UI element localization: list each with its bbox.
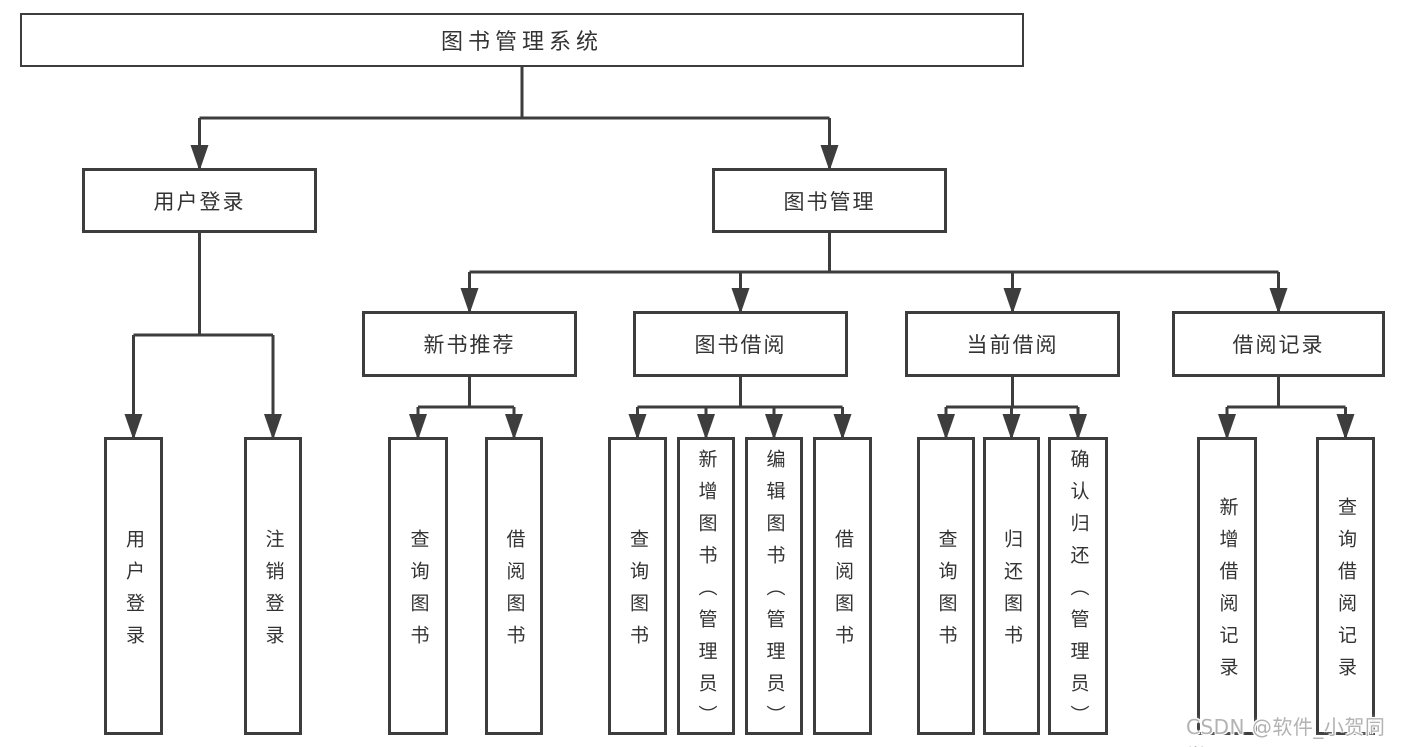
leaf-borrow-books: 借阅图书 (485, 437, 543, 735)
connector-book-management (469, 233, 1279, 274)
node-user-login: 用户登录 (82, 168, 317, 233)
leaf-return-books: 归还图书 (983, 437, 1040, 735)
leaf-confirm-return-admin: 确认归还（管理员） (1048, 437, 1108, 737)
leaf-query-books: 查询图书 (917, 437, 975, 735)
leaf-borrow-books: 借阅图书 (813, 437, 872, 735)
leaf-label: 查询图书 (407, 528, 430, 657)
connector-current-borrow (946, 377, 1078, 409)
connector-book-borrow (637, 377, 843, 409)
leaf-label: 编辑图书（管理员） (763, 448, 786, 737)
leaf-label: 用户登录 (123, 528, 145, 657)
leaf-query-books: 查询图书 (608, 437, 667, 735)
leaf-logout: 注销登录 (244, 437, 302, 735)
connector-user-login (133, 233, 273, 337)
leaf-query-books: 查询图书 (388, 437, 448, 735)
leaf-add-books-admin: 新增图书（管理员） (677, 437, 735, 737)
connector-borrow-records (1227, 377, 1346, 409)
leaf-query-borrow-record: 查询借阅记录 (1316, 437, 1375, 735)
leaf-label: 注销登录 (262, 528, 285, 657)
leaf-label: 归还图书 (1001, 528, 1023, 657)
leaf-edit-books-admin: 编辑图书（管理员） (745, 437, 803, 737)
down-arrow-icons (124, 145, 1355, 440)
connector-root (199, 67, 830, 120)
leaf-label: 借阅图书 (832, 528, 854, 657)
leaf-label: 查询借阅记录 (1335, 496, 1357, 689)
leaf-label: 确认归还（管理员） (1067, 448, 1090, 737)
leaf-label: 查询图书 (935, 528, 958, 657)
leaf-user-login: 用户登录 (104, 437, 163, 735)
connector-new-book-recommend (418, 377, 514, 409)
node-borrow-records: 借阅记录 (1172, 311, 1385, 377)
leaf-add-borrow-record: 新增借阅记录 (1197, 437, 1257, 735)
leaf-label: 借阅图书 (503, 528, 526, 657)
node-book-borrow: 图书借阅 (633, 311, 848, 377)
leaf-label: 查询图书 (627, 528, 649, 657)
leaf-label: 新增借阅记录 (1216, 496, 1239, 689)
node-current-borrow: 当前借阅 (905, 311, 1120, 377)
node-book-management: 图书管理 (712, 168, 947, 233)
leaf-label: 新增图书（管理员） (695, 448, 718, 737)
csdn-watermark: CSDN @软件_小贺同学 (1186, 715, 1386, 747)
node-book-management-system: 图书管理系统 (20, 13, 1024, 67)
node-new-book-recommend: 新书推荐 (362, 311, 577, 377)
